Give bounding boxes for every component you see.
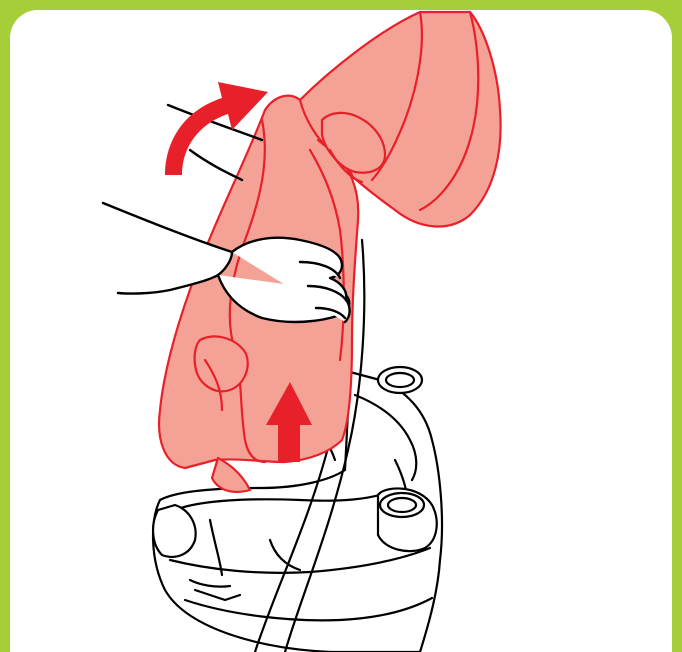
- illustration-panel: [10, 10, 672, 652]
- instruction-illustration: [10, 10, 672, 652]
